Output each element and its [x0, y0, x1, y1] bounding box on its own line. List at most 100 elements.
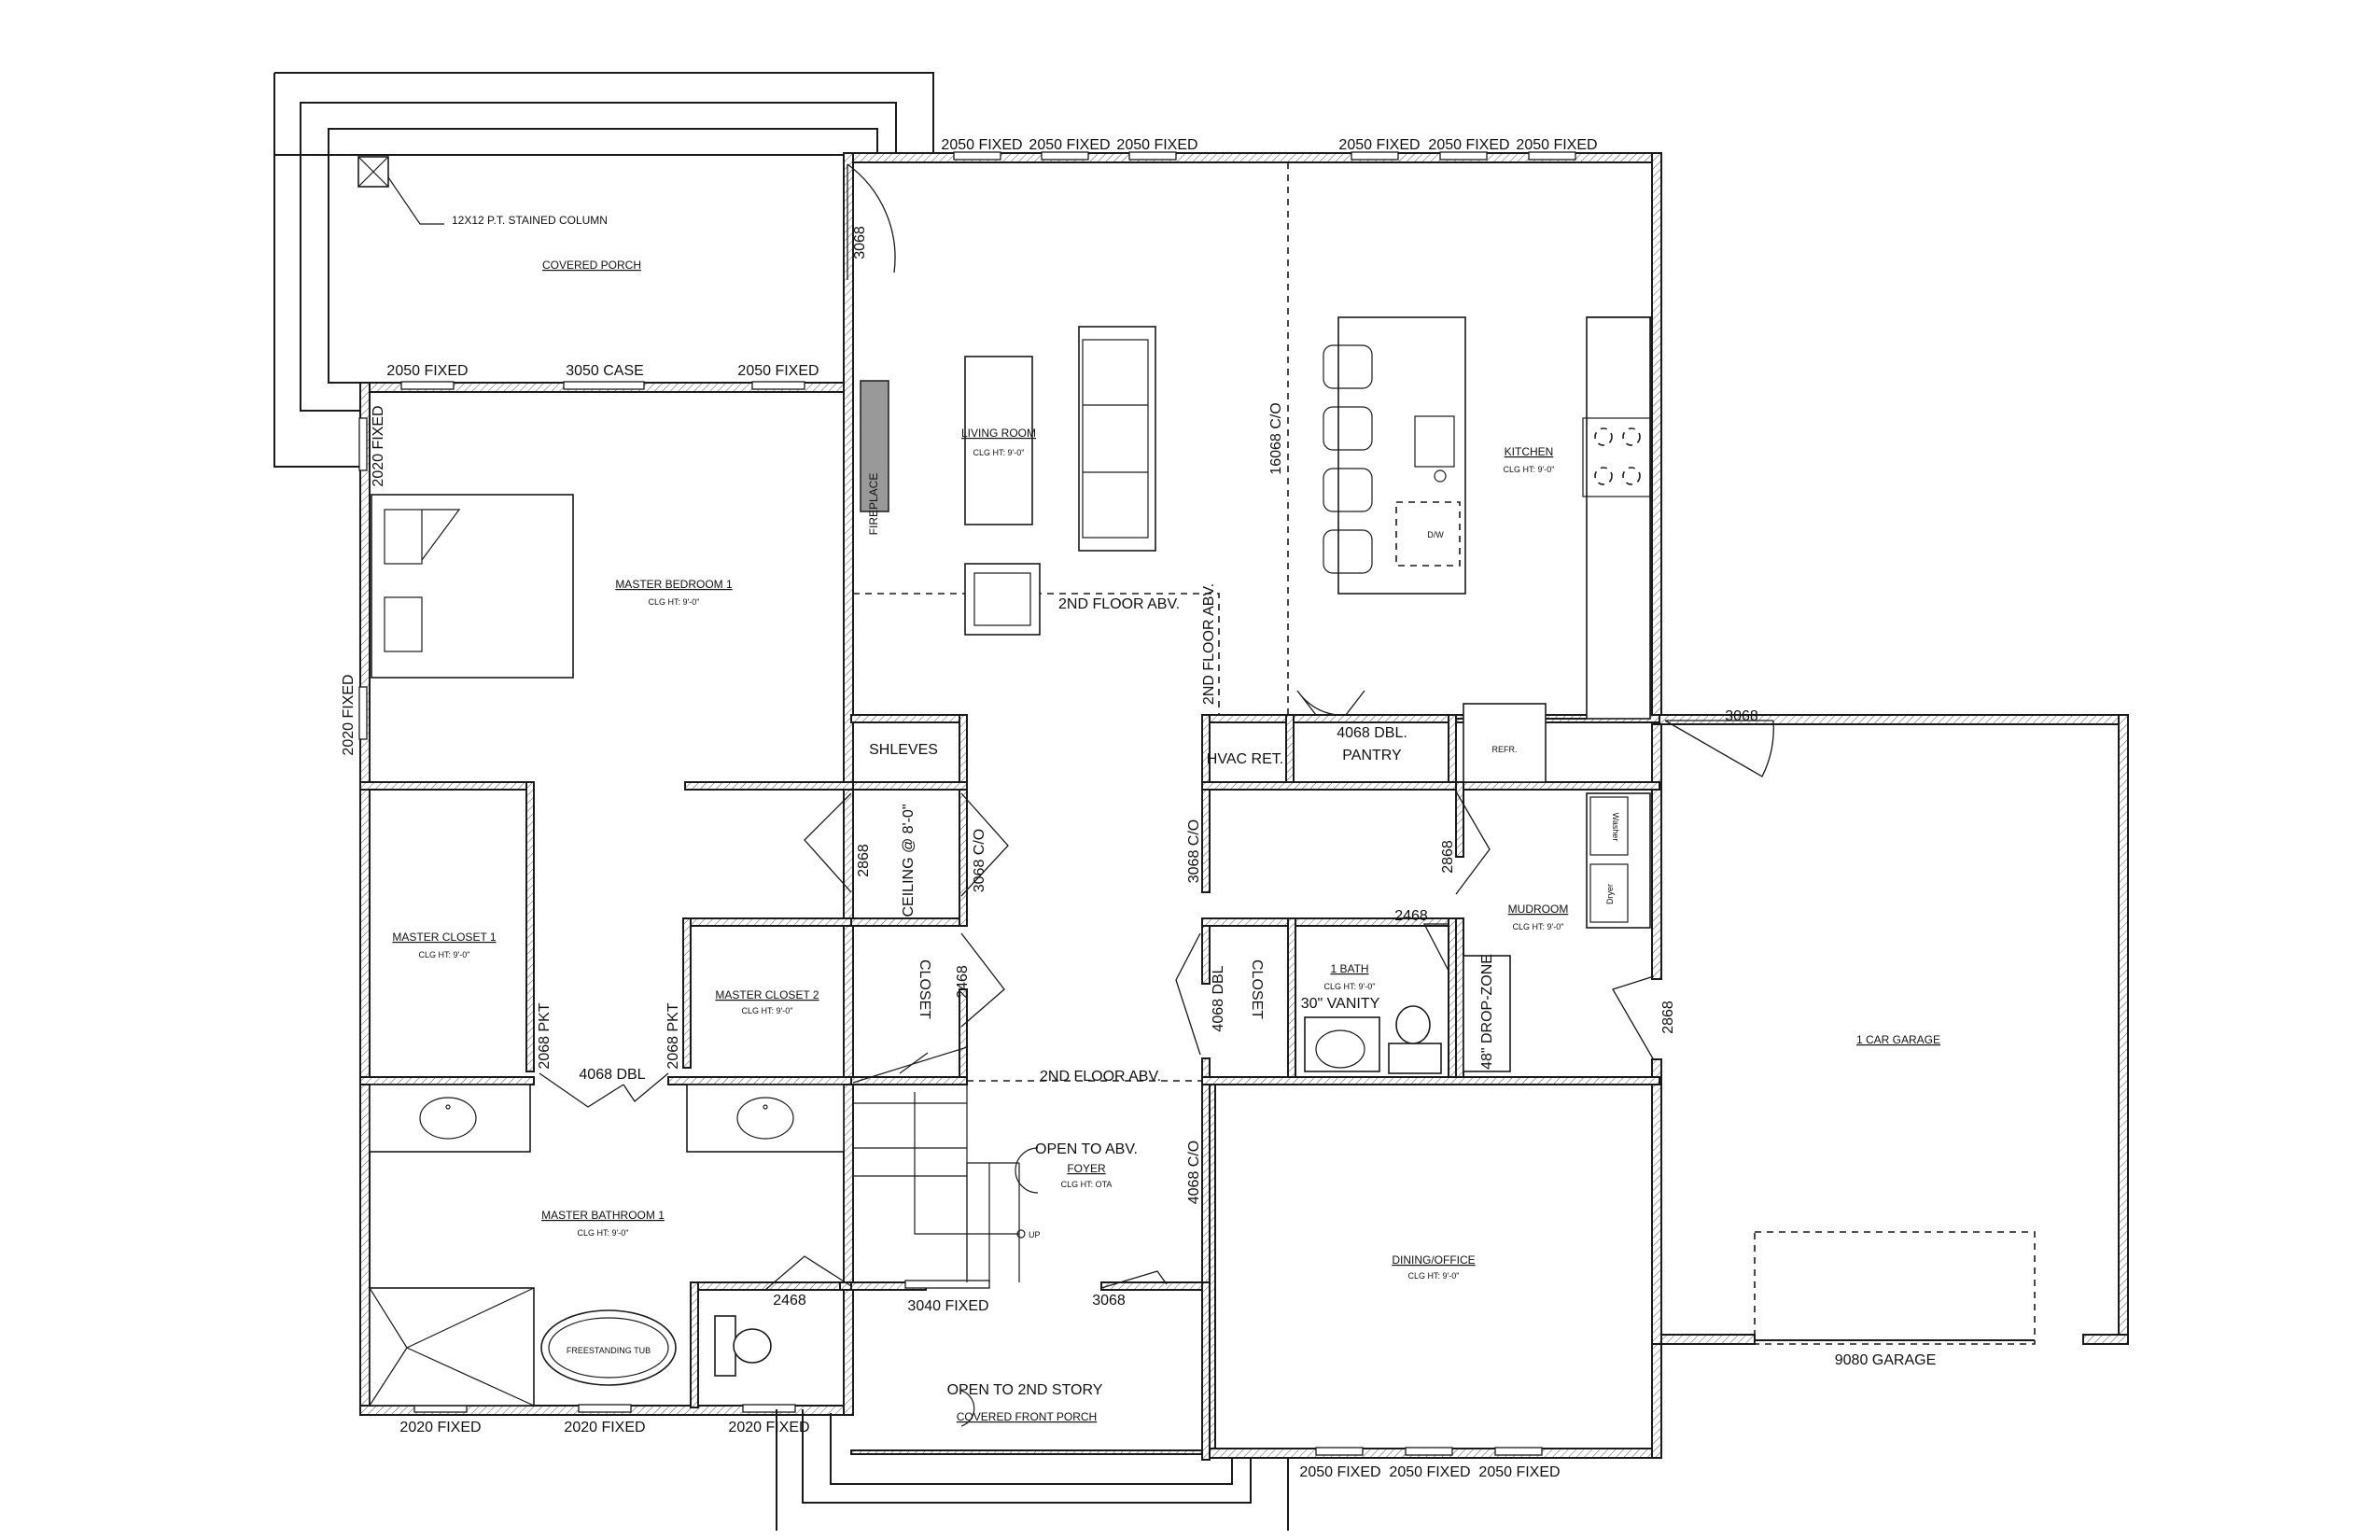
window-label: 2050 FIXED	[1029, 137, 1110, 153]
window-label: 2050 FIXED	[1116, 137, 1197, 153]
door-label: 4068 C/O	[1186, 1141, 1202, 1204]
door-label: 2468	[773, 1293, 806, 1309]
door-swings	[539, 163, 1774, 1291]
door-label: 3068 C/O	[972, 829, 987, 892]
mudroom-label: MUDROOM	[1508, 903, 1569, 916]
second-floor-note-2: 2ND FLOOR ABV.	[1201, 583, 1217, 705]
interior-walls	[359, 162, 1660, 1461]
window-label: 2050 FIXED	[1428, 137, 1509, 153]
door-label: 3068	[1725, 708, 1758, 724]
drop-zone-label: 48" DROP-ZONE	[1479, 954, 1495, 1070]
window-label: 2050 FIXED	[1299, 1464, 1380, 1480]
window-label: 3040 FIXED	[907, 1298, 988, 1314]
door-label: 3068	[852, 226, 868, 259]
bath-label: 1 BATH	[1330, 962, 1368, 975]
fireplace	[860, 380, 889, 512]
door-labels: 3068 16068 C/O 3068 2868 3068 C/O 3068 C…	[537, 226, 1758, 1309]
bath-clg: CLG HT: 9'-0"	[1324, 982, 1376, 991]
tub-label: FREESTANDING TUB	[567, 1346, 651, 1355]
fireplace-label: FIREPLACE	[867, 473, 880, 536]
master-bathroom-clg: CLG HT: 9'-0"	[578, 1228, 629, 1238]
garage-door-label: 9080 GARAGE	[1835, 1352, 1937, 1368]
washer-label: Washer	[1611, 813, 1620, 842]
kitchen-island	[1323, 316, 1466, 595]
exterior-walls	[359, 152, 2129, 1459]
window-label: 2050 FIXED	[1389, 1464, 1470, 1480]
door-label: 4068 DBL	[579, 1067, 645, 1083]
window-label: 2020 FIXED	[728, 1420, 809, 1435]
window-label: 2050 FIXED	[1516, 137, 1597, 153]
washer-dryer	[1586, 792, 1651, 929]
notes: FIREPLACE 2ND FLOOR ABV. 2ND FLOOR ABV. …	[567, 473, 1620, 1398]
pantry-door-label: 4068 DBL.	[1337, 725, 1407, 741]
closet-b-label: CLOSET	[1249, 959, 1265, 1019]
dw-label: D/W	[1427, 530, 1444, 539]
kitchen-clg: CLG HT: 9'-0"	[1504, 465, 1555, 474]
living-room-label: LIVING ROOM	[961, 427, 1036, 440]
master-bath-fixtures	[369, 1084, 845, 1407]
covered-front-porch-label: COVERED FRONT PORCH	[957, 1410, 1097, 1423]
second-floor-note-1: 2ND FLOOR ABV.	[1058, 596, 1180, 612]
refr-label: REFR.	[1492, 745, 1518, 754]
closet-a-label: CLOSET	[917, 959, 932, 1019]
foyer-label: FOYER	[1067, 1162, 1106, 1175]
master-closet1-clg: CLG HT: 9'-0"	[419, 950, 470, 959]
window-label: 2020 FIXED	[341, 674, 357, 755]
foyer-clg: CLG HT: OTA	[1061, 1180, 1113, 1189]
window-label: 2050 FIXED	[1478, 1464, 1560, 1480]
kitchen-label: KITCHEN	[1505, 445, 1554, 458]
staircase	[852, 1046, 1026, 1282]
window-label: 2020 FIXED	[564, 1420, 645, 1435]
coffee-table	[964, 356, 1033, 525]
window-label: 2050 FIXED	[386, 363, 468, 379]
dining-office-label: DINING/OFFICE	[1392, 1253, 1475, 1267]
stairs-up-label: UP	[1029, 1230, 1041, 1239]
master-bedroom-clg: CLG HT: 9'-0"	[649, 597, 700, 607]
window-label: 2020 FIXED	[371, 405, 386, 486]
drop-zone-bench	[1463, 955, 1511, 1072]
door-label: 16068 C/O	[1268, 402, 1284, 474]
master-closet2-clg: CLG HT: 9'-0"	[742, 1006, 793, 1015]
window-label: 2020 FIXED	[399, 1420, 481, 1435]
door-label: 2868	[856, 844, 872, 877]
shelves-label: SHLEVES	[869, 742, 938, 758]
door-label: 4068 DBL	[1211, 965, 1226, 1031]
door-label: 2068 PKT	[665, 1002, 681, 1069]
master-bedroom-label: MASTER BEDROOM 1	[615, 578, 733, 591]
living-room-clg: CLG HT: 9'-0"	[973, 448, 1025, 457]
window-label: 2050 FIXED	[941, 137, 1022, 153]
master-closet1-label: MASTER CLOSET 1	[392, 931, 496, 944]
bed	[371, 494, 574, 679]
door-label: 2868	[1440, 840, 1456, 874]
garage-door-outline	[1754, 1231, 2036, 1345]
room-labels: COVERED PORCH 12X12 P.T. STAINED COLUMN …	[392, 214, 1940, 1423]
kitchen-counter	[1456, 316, 1651, 720]
door-label: 3068 C/O	[1186, 819, 1202, 883]
door-label: 2468	[955, 965, 971, 999]
dryer-label: Dryer	[1605, 884, 1615, 904]
door-label: 3068	[1092, 1293, 1126, 1309]
second-floor-note-3: 2ND FLOOR ABV.	[1040, 1069, 1161, 1085]
mudroom-clg: CLG HT: 9'-0"	[1513, 922, 1564, 931]
dining-office-clg: CLG HT: 9'-0"	[1408, 1271, 1460, 1281]
foyer-arc	[960, 1147, 1039, 1427]
window-label: 2050 FIXED	[1338, 137, 1420, 153]
covered-porch-outline	[273, 72, 934, 468]
refrigerator	[1463, 703, 1547, 783]
window-label: 2050 FIXED	[737, 363, 819, 379]
open-second-note: OPEN TO 2ND STORY	[947, 1382, 1103, 1398]
door-label: 2068 PKT	[537, 1002, 553, 1069]
garage-label: 1 CAR GARAGE	[1856, 1033, 1940, 1046]
covered-porch-label: COVERED PORCH	[542, 259, 641, 272]
master-closet2-label: MASTER CLOSET 2	[715, 988, 819, 1001]
vanity-label: 30" VANITY	[1301, 996, 1380, 1012]
column-note: 12X12 P.T. STAINED COLUMN	[452, 214, 608, 227]
window-labels: 2050 FIXED 2050 FIXED 2050 FIXED 2050 FI…	[341, 137, 1936, 1480]
open-above-note: OPEN TO ABV.	[1035, 1141, 1138, 1157]
door-label: 2468	[1394, 908, 1428, 924]
half-bath-fixtures	[1304, 1005, 1442, 1074]
sofa	[1078, 326, 1156, 552]
armchair	[964, 563, 1041, 636]
door-label: 2868	[1660, 1001, 1676, 1034]
